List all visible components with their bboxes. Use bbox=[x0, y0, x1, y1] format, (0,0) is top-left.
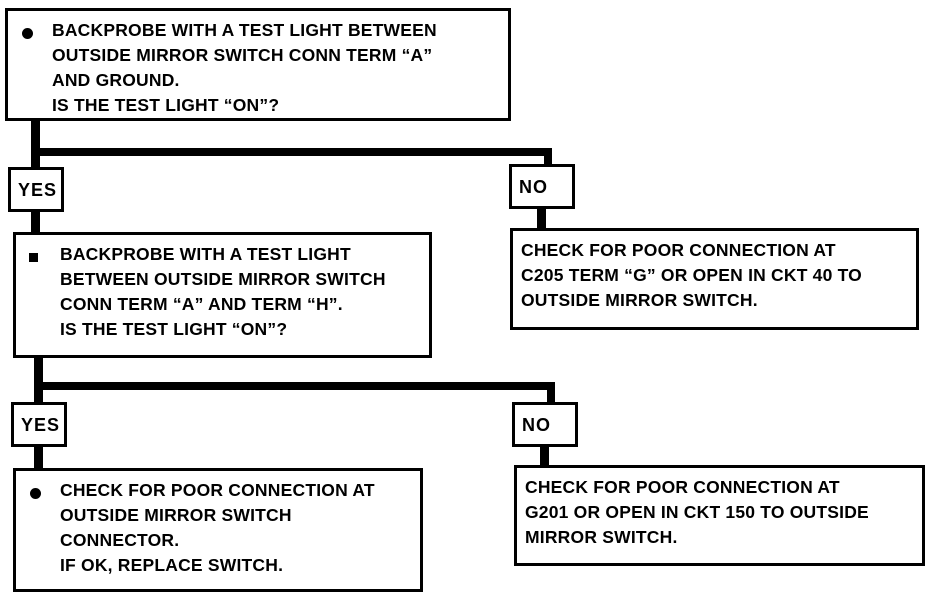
branch-label-yes-1-text: YES bbox=[18, 179, 58, 200]
bullet-icon bbox=[22, 28, 33, 39]
connector-step1-to-no1 bbox=[544, 148, 552, 168]
connector-yes1-down bbox=[31, 212, 40, 234]
connector-step2-horizontal bbox=[34, 382, 555, 390]
step1-line-1: BACKPROBE WITH A TEST LIGHT BETWEEN bbox=[52, 20, 437, 40]
step1-decision-box[interactable]: BACKPROBE WITH A TEST LIGHT BETWEEN OUTS… bbox=[5, 8, 511, 121]
branch-label-yes-2-text: YES bbox=[21, 414, 61, 435]
branch-label-yes-1[interactable]: YES bbox=[8, 167, 64, 212]
connector-no2-down bbox=[540, 447, 549, 467]
branch-label-no-1-text: NO bbox=[519, 176, 548, 197]
connector-step2-stem bbox=[34, 358, 43, 402]
result1-text: CHECK FOR POOR CONNECTION AT C205 TERM “… bbox=[521, 238, 908, 313]
result3-text: CHECK FOR POOR CONNECTION AT G201 OR OPE… bbox=[525, 475, 914, 550]
step1-line-3: AND GROUND. bbox=[52, 70, 180, 90]
result2-line-2: OUTSIDE MIRROR SWITCH bbox=[60, 505, 292, 525]
branch-label-no-2-text: NO bbox=[522, 414, 551, 435]
step2-line-3: CONN TERM “A” AND TERM “H”. bbox=[60, 294, 343, 314]
result3-action-box[interactable]: CHECK FOR POOR CONNECTION AT G201 OR OPE… bbox=[514, 465, 925, 566]
step2-line-1: BACKPROBE WITH A TEST LIGHT bbox=[60, 244, 351, 264]
result2-line-4: IF OK, REPLACE SWITCH. bbox=[60, 555, 284, 575]
result2-line-3: CONNECTOR. bbox=[60, 530, 180, 550]
branch-label-no-1[interactable]: NO bbox=[509, 164, 575, 209]
connector-step1-horizontal bbox=[31, 148, 552, 156]
branch-label-yes-2[interactable]: YES bbox=[11, 402, 67, 447]
step2-line-2: BETWEEN OUTSIDE MIRROR SWITCH bbox=[60, 269, 386, 289]
connector-no1-down bbox=[537, 208, 546, 230]
result1-line-2: C205 TERM “G” OR OPEN IN CKT 40 TO bbox=[521, 265, 862, 285]
result2-line-1: CHECK FOR POOR CONNECTION AT bbox=[60, 480, 375, 500]
connector-step2-to-no2 bbox=[547, 382, 555, 402]
step1-line-4: IS THE TEST LIGHT “ON”? bbox=[52, 95, 280, 115]
branch-label-no-2[interactable]: NO bbox=[512, 402, 578, 447]
step1-line-2: OUTSIDE MIRROR SWITCH CONN TERM “A” bbox=[52, 45, 433, 65]
result2-action-box[interactable]: CHECK FOR POOR CONNECTION AT OUTSIDE MIR… bbox=[13, 468, 423, 592]
connector-yes2-down bbox=[34, 447, 43, 469]
result3-line-2: G201 OR OPEN IN CKT 150 TO OUTSIDE bbox=[525, 502, 869, 522]
bullet-icon bbox=[30, 488, 41, 499]
connector-step1-stem bbox=[31, 121, 40, 168]
step2-text: BACKPROBE WITH A TEST LIGHT BETWEEN OUTS… bbox=[60, 242, 421, 342]
result3-line-3: MIRROR SWITCH. bbox=[525, 527, 678, 547]
result1-action-box[interactable]: CHECK FOR POOR CONNECTION AT C205 TERM “… bbox=[510, 228, 919, 330]
step2-line-4: IS THE TEST LIGHT “ON”? bbox=[60, 319, 288, 339]
result1-line-3: OUTSIDE MIRROR SWITCH. bbox=[521, 290, 758, 310]
result1-line-1: CHECK FOR POOR CONNECTION AT bbox=[521, 240, 836, 260]
step1-text: BACKPROBE WITH A TEST LIGHT BETWEEN OUTS… bbox=[52, 18, 500, 118]
bullet-icon bbox=[29, 253, 38, 262]
result2-text: CHECK FOR POOR CONNECTION AT OUTSIDE MIR… bbox=[60, 478, 412, 578]
step2-decision-box[interactable]: BACKPROBE WITH A TEST LIGHT BETWEEN OUTS… bbox=[13, 232, 432, 358]
result3-line-1: CHECK FOR POOR CONNECTION AT bbox=[525, 477, 840, 497]
